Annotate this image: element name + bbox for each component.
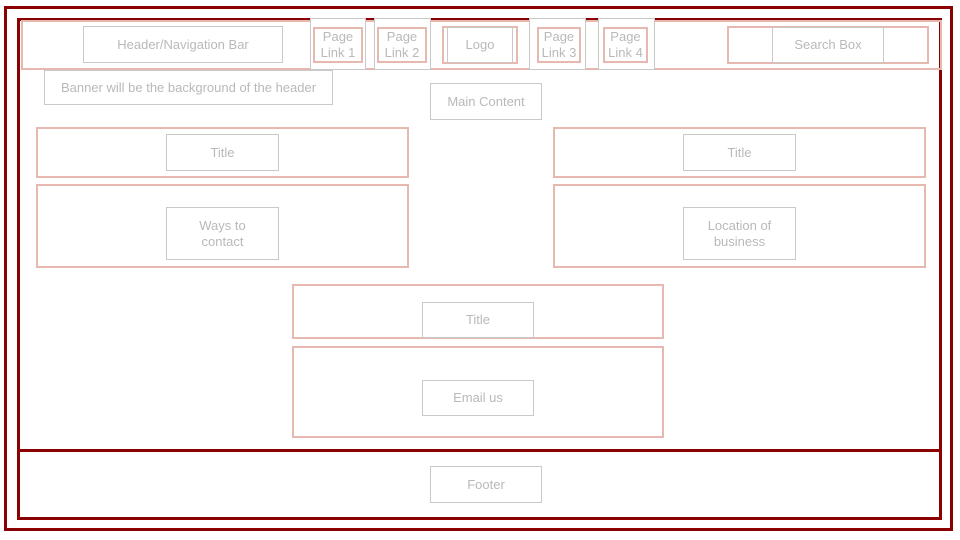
right-title: Title: [683, 134, 796, 171]
page-link-4[interactable]: Page Link 4: [603, 27, 648, 63]
email-us[interactable]: Email us: [422, 380, 534, 416]
left-title-section: [36, 127, 409, 178]
location-of-business: Location of business: [683, 207, 796, 260]
page-outer-frame: [4, 6, 953, 531]
main-content-label: Main Content: [430, 83, 542, 120]
page-link-1[interactable]: Page Link 1: [313, 27, 363, 63]
footer-frame: [17, 449, 942, 520]
left-body-section: [36, 184, 409, 268]
banner-note: Banner will be the background of the hea…: [44, 70, 333, 105]
left-title: Title: [166, 134, 279, 171]
search-box[interactable]: Search Box: [772, 27, 884, 63]
center-title-section: [292, 284, 664, 339]
right-body-section: [553, 184, 926, 268]
center-body-section: [292, 346, 664, 438]
ways-to-contact: Ways to contact: [166, 207, 279, 260]
logo[interactable]: Logo: [447, 27, 513, 63]
page-link-2[interactable]: Page Link 2: [377, 27, 427, 63]
header-bar: [21, 20, 942, 70]
right-title-section: [553, 127, 926, 178]
center-title: Title: [422, 302, 534, 338]
page-link-3[interactable]: Page Link 3: [537, 27, 581, 63]
header-nav-label: Header/Navigation Bar: [83, 26, 283, 63]
footer-label: Footer: [430, 466, 542, 503]
